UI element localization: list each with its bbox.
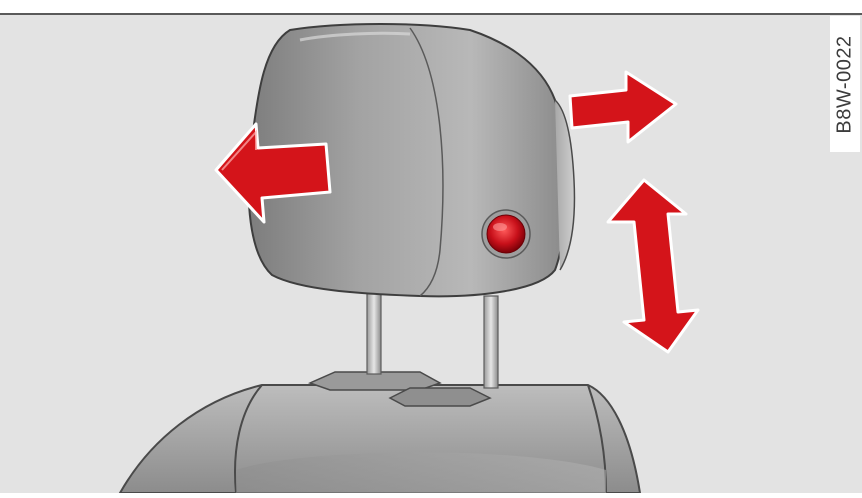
- figure-code-label: B8W-0022: [830, 16, 860, 152]
- release-button-icon: [482, 210, 530, 258]
- figure-code-text: B8W-0022: [834, 35, 857, 133]
